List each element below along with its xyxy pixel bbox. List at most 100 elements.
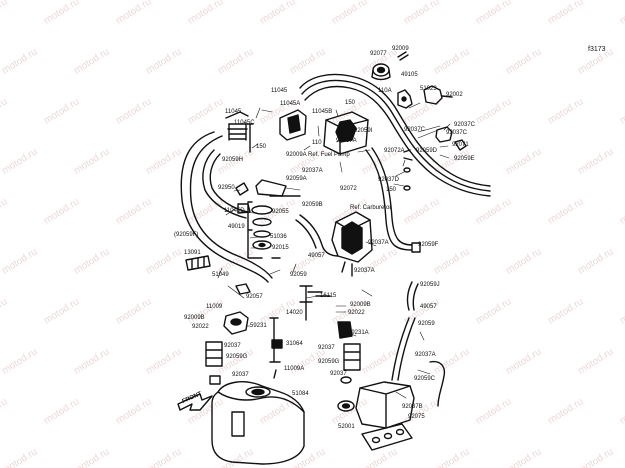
part-51023: 51023 [420, 86, 437, 92]
part-92037A-top: 92037A [336, 138, 357, 144]
part-13091: 13091 [184, 250, 201, 256]
carburetor-body [331, 211, 373, 277]
clip-13091 [185, 255, 211, 271]
part-16115: 16115 [320, 293, 337, 299]
part-92059F-right: 92059F [418, 242, 439, 248]
part-92009-top: 92009 [392, 46, 409, 52]
hose-right-drop [391, 281, 419, 381]
part-92009B-left: 92009B [184, 315, 205, 321]
fuel-valve-cap [371, 63, 391, 81]
part-92002: 92002 [446, 92, 463, 98]
part-92059B: 92059B [302, 202, 323, 208]
part-49057-left: 49057 [308, 253, 325, 259]
part-92009A: 92009A [286, 152, 307, 158]
part-92059I: 92059I [354, 128, 373, 134]
part-92055: 92055 [272, 209, 289, 215]
part-31064: 31064 [286, 341, 303, 347]
cock-59231 [223, 311, 249, 335]
part-59231: 59231 [250, 323, 267, 329]
part-52001: 52001 [338, 424, 355, 430]
part-92059A: 92059A [286, 176, 307, 182]
leader-lines [217, 102, 451, 399]
fuel-pump-body [323, 111, 369, 155]
part-92075: 92075 [408, 414, 425, 420]
part-59231A: 59231A [348, 330, 369, 336]
part-92059G-left: 92059G [226, 354, 248, 360]
part-51084: 51084 [292, 391, 309, 397]
part-51049: 51049 [212, 272, 229, 278]
fuel-level-sender [269, 317, 283, 379]
part-92059E: 92059E [454, 156, 475, 162]
fuel-tank [211, 381, 305, 465]
part-92037C-b: 92037C [404, 127, 426, 133]
part-11045C: 11045C [234, 120, 255, 126]
part-11009: 11009 [206, 304, 223, 310]
part-92037D: 92037D [378, 177, 400, 183]
screw-92009-top [397, 51, 409, 61]
part-92059C: 92059C [414, 376, 436, 382]
part-92037B: 92037B [402, 404, 423, 410]
part-92037A-right: 92037A [415, 352, 436, 358]
label-ref-fuel-pump: Ref. Fuel Pump [308, 152, 350, 158]
part-14020: 14020 [286, 310, 303, 316]
part-11045-left: 11045 [225, 109, 242, 115]
part-150-top: 150 [345, 100, 356, 106]
part-92057: 92057 [246, 294, 263, 300]
part-92037-right-a: 92037 [318, 345, 335, 351]
part-92059H: 92059H [222, 157, 244, 163]
part-92037A-lower: 92037A [354, 268, 375, 274]
valve-92057 [235, 283, 251, 295]
hose-to-filter [365, 147, 413, 251]
part-92015: 92015 [272, 245, 289, 251]
front-arrow [177, 393, 213, 411]
hose-left-inner [202, 149, 249, 219]
part-92037A-carb: 92037A [368, 240, 389, 246]
part-92022-right: 92022 [348, 310, 365, 316]
part-11045D: 11045D [224, 208, 245, 214]
part-150-left: 150 [256, 144, 267, 150]
bolt-11045C [246, 123, 254, 153]
sensor-16115 [299, 285, 331, 321]
label-ref-carburetor: Ref. Carburetor [350, 205, 392, 211]
part-92037A-pump: 92037A [302, 168, 323, 174]
part-92072A: 92072A [384, 148, 405, 154]
strainer-left [205, 341, 223, 385]
fuel-valve-body [397, 85, 453, 109]
part-11045B: 11045B [312, 109, 333, 115]
damper-stack-left [225, 111, 249, 141]
reserve-tank [337, 381, 415, 429]
figure-number: f3173 [588, 46, 606, 53]
hose-bottom-right [429, 360, 446, 407]
part-92072: 92072 [340, 186, 357, 192]
part-92009B-right: 92009B [350, 302, 371, 308]
part-92059D: 92059D [416, 148, 438, 154]
part-92037-left-b: 92037 [232, 372, 249, 378]
part-92022-left: 92022 [192, 324, 209, 330]
part-150-right: 150 [386, 187, 397, 193]
part-11045-top: 11045 [271, 88, 288, 94]
part-49105: 49105 [401, 72, 418, 78]
bracket-92950 [235, 182, 251, 214]
part-92037-right-b: 92037 [330, 371, 347, 377]
part-92059-mid: 92059 [290, 272, 307, 278]
hose-carb-small [295, 214, 339, 257]
part-92059-right: 92059 [418, 321, 435, 327]
part-92059F-left: (92059F) [174, 232, 199, 238]
hose-left-long [180, 131, 273, 283]
part-92950: 92950 [218, 185, 235, 191]
part-110: 110 [312, 140, 322, 146]
pump-bracket [279, 109, 307, 141]
part-110A: 110A [378, 88, 392, 94]
filter-stack [251, 179, 287, 250]
part-92037-left-a: 92037 [224, 343, 241, 349]
part-92059G-right: 92059G [318, 359, 340, 365]
part-92037C-a: 92037C [454, 122, 476, 128]
part-49057-right: 49057 [420, 304, 437, 310]
hose-top-long [299, 73, 491, 197]
part-92059J: 92059J [420, 282, 440, 288]
part-92037C-c: 92037C [446, 130, 468, 136]
part-49019: 49019 [228, 224, 245, 230]
filter-92059F [411, 242, 421, 253]
